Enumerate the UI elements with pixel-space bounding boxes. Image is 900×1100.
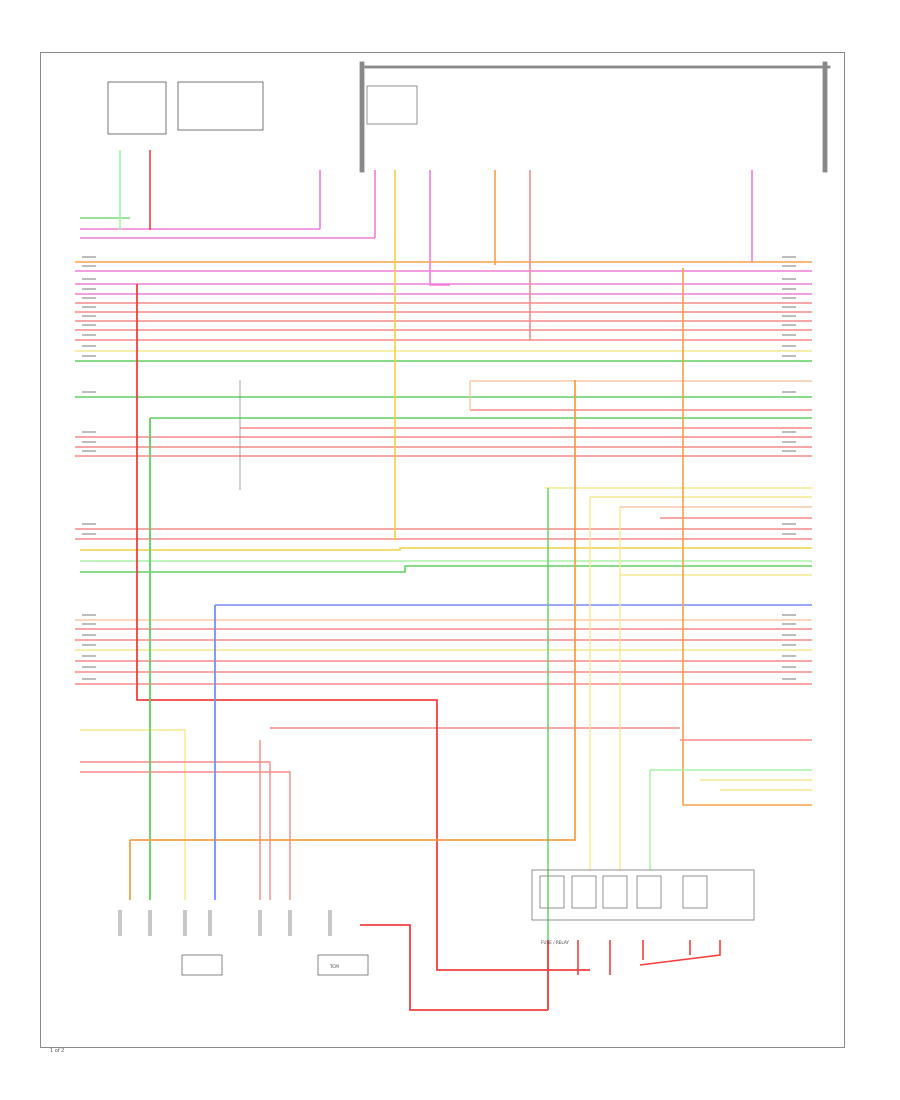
right-label-mark-4 bbox=[782, 288, 796, 290]
left-label-mark-14 bbox=[82, 441, 96, 443]
right-label-mark-16 bbox=[782, 523, 796, 525]
right-label-mark-15 bbox=[782, 450, 796, 452]
right-label-mark-14 bbox=[782, 441, 796, 443]
left-label-mark-15 bbox=[82, 450, 96, 452]
connector-label-mark-4 bbox=[208, 910, 212, 936]
left-label-mark-2 bbox=[82, 265, 96, 267]
left-label-mark-19 bbox=[82, 623, 96, 625]
left-label-mark-21 bbox=[82, 644, 96, 646]
lower-sensor-box-2 bbox=[317, 954, 369, 976]
left-label-mark-17 bbox=[82, 533, 96, 535]
left-label-mark-3 bbox=[82, 278, 96, 280]
fuse-box-top bbox=[364, 65, 831, 69]
tcm-label: TCM bbox=[329, 964, 339, 969]
left-label-mark-6 bbox=[82, 306, 96, 308]
lower-sensor-box-1 bbox=[181, 954, 223, 976]
left-label-mark-10 bbox=[82, 345, 96, 347]
right-label-mark-6 bbox=[782, 306, 796, 308]
page-number: 1 of 2 bbox=[50, 1048, 65, 1054]
connector-label-mark-5 bbox=[258, 910, 262, 936]
connector-label-mark-3 bbox=[183, 910, 187, 936]
ground-drop-6 bbox=[639, 940, 721, 966]
right-label-mark-9 bbox=[782, 334, 796, 336]
relay-cell-1 bbox=[539, 875, 565, 909]
lower-wire-y bbox=[80, 729, 186, 900]
left-label-mark-23 bbox=[82, 666, 96, 668]
fuse-box-left bbox=[359, 61, 365, 173]
top-drop-3 bbox=[429, 170, 450, 286]
relay-cell-3 bbox=[602, 875, 628, 909]
left-label-mark-16 bbox=[82, 523, 96, 525]
right-label-mark-22 bbox=[782, 655, 796, 657]
sensor-run-orange bbox=[130, 380, 576, 841]
left-label-mark-5 bbox=[82, 297, 96, 299]
relay-cell-5 bbox=[682, 875, 708, 909]
left-label-mark-11 bbox=[82, 355, 96, 357]
ground-run-red bbox=[136, 284, 590, 971]
right-label-mark-7 bbox=[782, 315, 796, 317]
relay-element bbox=[366, 85, 418, 125]
right-label-mark-23 bbox=[782, 666, 796, 668]
right-label-mark-5 bbox=[782, 297, 796, 299]
right-label-mark-24 bbox=[782, 678, 796, 680]
left-label-mark-13 bbox=[82, 431, 96, 433]
left-label-mark-22 bbox=[82, 655, 96, 657]
left-label-mark-20 bbox=[82, 634, 96, 636]
lower-wire-r1 bbox=[80, 761, 271, 900]
relay-box-label: FUSE / RELAY bbox=[541, 940, 569, 945]
bus-wire-g2 bbox=[80, 565, 812, 573]
left-label-mark-9 bbox=[82, 334, 96, 336]
right-label-mark-18 bbox=[782, 614, 796, 616]
right-label-mark-11 bbox=[782, 355, 796, 357]
left-label-mark-8 bbox=[82, 324, 96, 326]
connector-label-mark-1 bbox=[118, 910, 122, 936]
fuse-box-right bbox=[822, 61, 828, 173]
ground-run-2 bbox=[360, 924, 548, 1011]
left-label-mark-24 bbox=[82, 678, 96, 680]
right-label-mark-19 bbox=[782, 623, 796, 625]
sensor-box-left bbox=[107, 81, 167, 135]
switch-box bbox=[177, 81, 264, 131]
left-label-mark-4 bbox=[82, 288, 96, 290]
connector-label-mark-7 bbox=[328, 910, 332, 936]
right-label-mark-17 bbox=[782, 533, 796, 535]
right-label-mark-20 bbox=[782, 634, 796, 636]
right-label-mark-1 bbox=[782, 256, 796, 258]
right-label-mark-10 bbox=[782, 345, 796, 347]
relay-box bbox=[531, 869, 755, 921]
right-label-mark-8 bbox=[782, 324, 796, 326]
right-label-mark-12 bbox=[782, 391, 796, 393]
relay-cell-2 bbox=[571, 875, 597, 909]
right-label-mark-2 bbox=[782, 265, 796, 267]
left-label-mark-18 bbox=[82, 614, 96, 616]
left-label-mark-1 bbox=[82, 256, 96, 258]
diagram-frame bbox=[40, 52, 845, 1048]
left-label-mark-7 bbox=[82, 315, 96, 317]
right-label-mark-3 bbox=[782, 278, 796, 280]
bus-wire-y1 bbox=[80, 547, 812, 551]
relay-run-4 bbox=[682, 268, 812, 806]
connector-label-mark-2 bbox=[148, 910, 152, 936]
connector-label-mark-6 bbox=[288, 910, 292, 936]
right-label-mark-21 bbox=[782, 644, 796, 646]
left-label-mark-12 bbox=[82, 391, 96, 393]
right-label-mark-13 bbox=[782, 431, 796, 433]
relay-cell-4 bbox=[636, 875, 662, 909]
